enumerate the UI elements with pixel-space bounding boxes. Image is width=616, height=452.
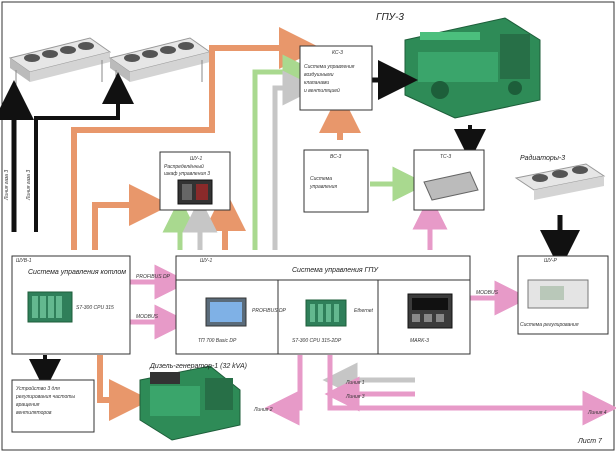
protocol-label-3: PROFIBUS DP (252, 308, 287, 314)
box-tc-tag: ТС-3 (440, 154, 451, 160)
fan-icon (124, 42, 194, 62)
box-bl-line2: регулирования частоты (15, 394, 75, 400)
box-ks3-line1: Система управления (304, 64, 355, 70)
box-center-tag: ШУ-1 (200, 258, 212, 264)
box-tc: ТС-3 (413, 149, 485, 211)
box-bl-line4: вентиляторов (16, 410, 52, 416)
sensor-icon (423, 171, 479, 201)
box-shu-line2: шкаф управления 3 (164, 171, 210, 177)
box-shu-tag: ШУ-1 (190, 156, 202, 162)
genset-label: Дизель-генератор-1 (32 kVA) (149, 363, 247, 370)
engine-icon (404, 17, 541, 119)
plc-icon (27, 291, 73, 323)
box-bottom-left: Устройство 3 для регулирования частоты в… (11, 379, 95, 433)
line1-label: Линия 1 (345, 380, 365, 386)
radiator-unit-1 (8, 37, 112, 92)
hmi-icon (205, 297, 247, 327)
radiator-unit-2 (108, 37, 212, 92)
box-ks3b-line2: управления (309, 184, 337, 190)
box-bl-line1: Устройство 3 для (16, 385, 60, 392)
box-left: ШУВ-1 Система управления котлом S7-300 C… (11, 255, 131, 355)
box-ks3-tag: КС-3 (332, 50, 343, 56)
line2-label: Линия 2 (253, 407, 273, 413)
box-ks3: КС-3 Система управления воздушными клапа… (299, 45, 373, 111)
box-left-device: S7-300 CPU 315 (76, 305, 114, 311)
box-left-tag: ШУВ-1 (16, 258, 32, 264)
box-shu-line1: Распределённый (164, 163, 204, 170)
box-ks3-line3: клапанами (304, 80, 329, 86)
gray-arrow-ks (272, 70, 318, 250)
controller-icon (407, 293, 453, 329)
sheet-label: Лист 7 (577, 438, 603, 445)
box-left-title: Система управления котлом (28, 269, 126, 276)
fan-icon (24, 42, 94, 62)
box-center: ШУ-1 Система управления ГПУ ТП 700 Basic… (175, 255, 471, 355)
fan-icon (532, 166, 588, 182)
box-right: ШУ-Р Система регулирования (517, 255, 609, 335)
box-shu: ШУ-1 Распределённый шкаф управления 3 (159, 151, 231, 211)
box-center-unit1: ТП 700 Basic DP (198, 338, 237, 344)
box-ks3-line4: и вентиляцией (304, 87, 340, 94)
orange-arrow-top (71, 27, 321, 250)
box-center-title: Система управления ГПУ (292, 267, 379, 274)
protocol-label-1: PROFIBUS DP (136, 274, 171, 280)
orange-arrow-shu (92, 184, 171, 250)
box-right-tag: ШУ-Р (544, 258, 557, 264)
radiator-unit-3 (514, 163, 606, 200)
box-bl-line3: вращения (16, 402, 40, 408)
box-ks3b-line1: Система (310, 176, 332, 182)
box-ks3b-tag: ВС-3 (330, 154, 342, 160)
box-center-unit3: MARK-3 (410, 338, 429, 344)
pink-arrow-line2 (264, 355, 303, 426)
orange-arrow-genset (97, 355, 151, 421)
line4-label: Линия 4 (587, 410, 607, 416)
box-right-title: Система регулирования (520, 322, 579, 328)
side-label-2: Линия газа 3 (26, 170, 32, 201)
box-ks3-line2: воздушными (304, 72, 334, 78)
protocol-label-5: MODBUS (476, 290, 499, 296)
protocol-label-2: MODBUS (136, 314, 159, 320)
plc-icon (305, 299, 347, 327)
side-label-1: Линия газа 3 (4, 170, 10, 201)
box-ks3b: ВС-3 Система управления (303, 149, 369, 213)
protocol-label-4: Ethernet (354, 308, 374, 314)
radiator-label: Радиаторы-3 (520, 154, 565, 162)
black-arrow-left-3 (34, 72, 134, 138)
line3-label: Линия 3 (345, 394, 365, 400)
page-title: ГПУ-3 (376, 12, 404, 23)
box-center-unit2: S7-300 CPU 315-2DP (292, 338, 342, 344)
genset-icon (139, 365, 241, 441)
